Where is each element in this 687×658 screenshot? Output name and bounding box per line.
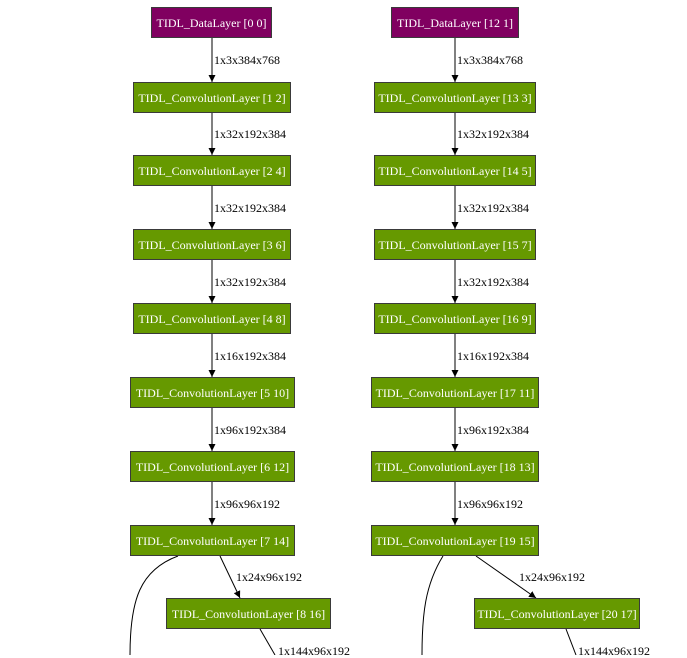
edge-label: 1x144x96x192 (578, 644, 650, 658)
edge-label: 1x32x192x384 (214, 201, 286, 215)
edge-label: 1x96x96x192 (214, 497, 280, 511)
node-conv-18-13[interactable]: TIDL_ConvolutionLayer [18 13] (371, 451, 539, 482)
node-conv-16-9[interactable]: TIDL_ConvolutionLayer [16 9] (374, 303, 536, 334)
edge-label: 1x144x96x192 (278, 644, 350, 658)
node-conv-19-15[interactable]: TIDL_ConvolutionLayer [19 15] (371, 525, 539, 556)
node-data-layer-left[interactable]: TIDL_DataLayer [0 0] (151, 7, 272, 38)
node-conv-17-11[interactable]: TIDL_ConvolutionLayer [17 11] (371, 377, 539, 408)
node-conv-8-16[interactable]: TIDL_ConvolutionLayer [8 16] (166, 598, 331, 629)
node-conv-7-14[interactable]: TIDL_ConvolutionLayer [7 14] (130, 525, 295, 556)
edge-label: 1x3x384x768 (457, 53, 523, 67)
node-conv-6-12[interactable]: TIDL_ConvolutionLayer [6 12] (130, 451, 295, 482)
node-conv-5-10[interactable]: TIDL_ConvolutionLayer [5 10] (130, 377, 295, 408)
edge-skip-left (129, 555, 179, 655)
edge-label: 1x32x192x384 (457, 275, 529, 289)
edge-label: 1x32x192x384 (214, 275, 286, 289)
edge-line-left-8 (259, 628, 276, 655)
edge-label: 1x16x192x384 (214, 349, 286, 363)
node-conv-4-8[interactable]: TIDL_ConvolutionLayer [4 8] (133, 303, 291, 334)
node-data-layer-right[interactable]: TIDL_DataLayer [12 1] (391, 7, 519, 38)
edge-arrow-right-7 (475, 555, 537, 599)
edge-label: 1x16x192x384 (457, 349, 529, 363)
edge-label: 1x96x192x384 (457, 423, 529, 437)
edge-label: 1x24x96x192 (519, 570, 585, 584)
edge-skip-right (421, 555, 444, 655)
edge-line-right-8 (565, 628, 577, 655)
node-conv-20-17[interactable]: TIDL_ConvolutionLayer [20 17] (474, 598, 640, 629)
edge-label: 1x32x192x384 (457, 127, 529, 141)
node-conv-13-3[interactable]: TIDL_ConvolutionLayer [13 3] (374, 82, 536, 113)
edge-label: 1x24x96x192 (236, 570, 302, 584)
node-conv-3-6[interactable]: TIDL_ConvolutionLayer [3 6] (133, 229, 291, 260)
edge-label: 1x96x192x384 (214, 423, 286, 437)
edge-label: 1x3x384x768 (214, 53, 280, 67)
edge-arrow-left-7 (219, 555, 241, 599)
node-conv-1-2[interactable]: TIDL_ConvolutionLayer [1 2] (133, 82, 291, 113)
node-conv-14-5[interactable]: TIDL_ConvolutionLayer [14 5] (374, 155, 536, 186)
edge-label: 1x96x96x192 (457, 497, 523, 511)
edge-label: 1x32x192x384 (214, 127, 286, 141)
node-conv-15-7[interactable]: TIDL_ConvolutionLayer [15 7] (374, 229, 536, 260)
node-conv-2-4[interactable]: TIDL_ConvolutionLayer [2 4] (133, 155, 291, 186)
edge-label: 1x32x192x384 (457, 201, 529, 215)
